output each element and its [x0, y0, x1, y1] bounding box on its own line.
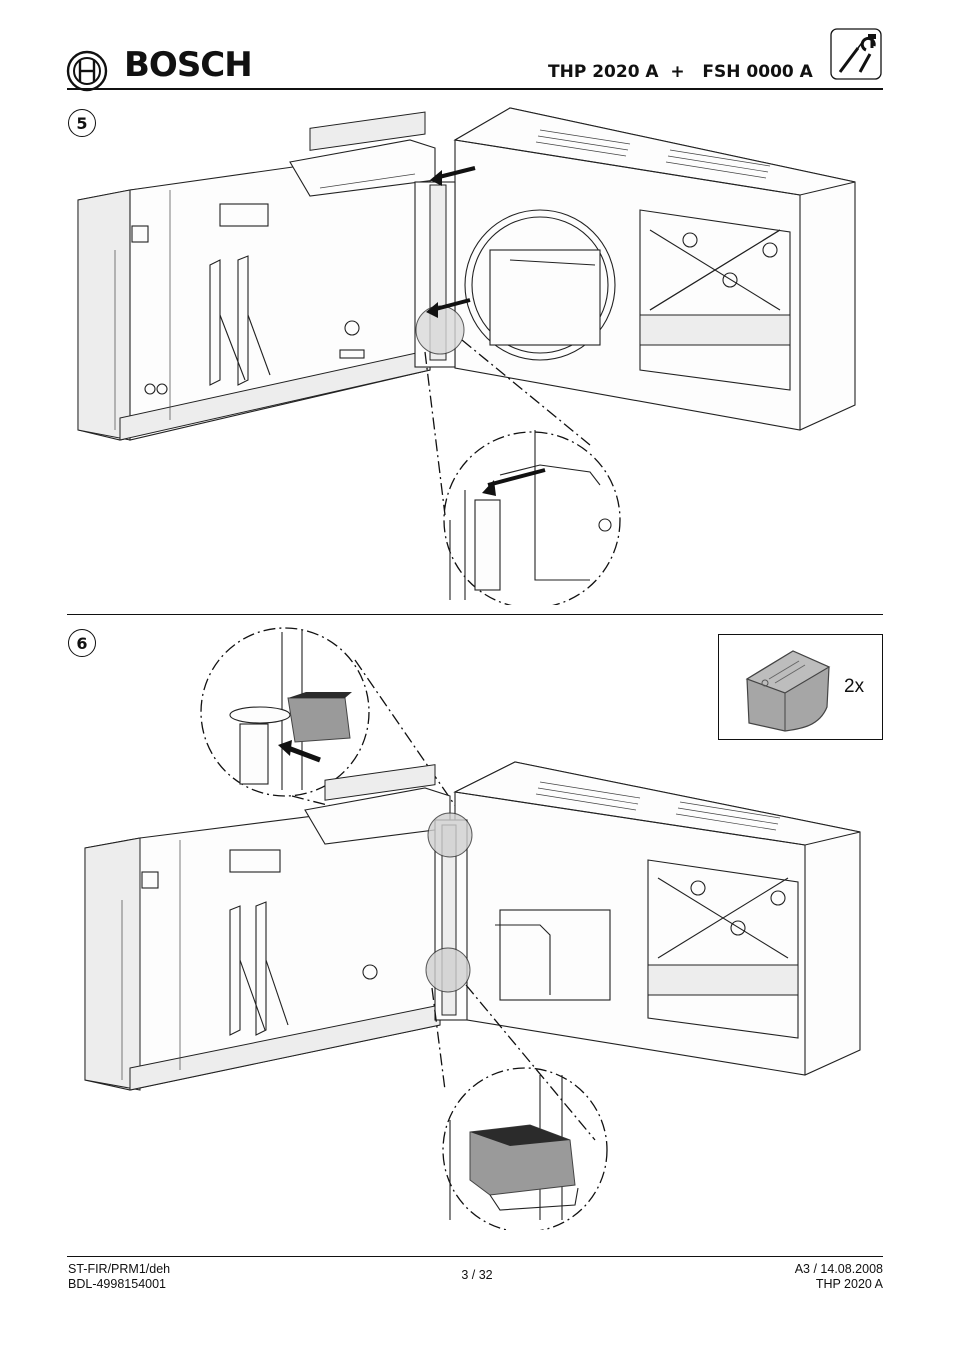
- footer-product: THP 2020 A: [815, 1277, 883, 1291]
- footer-document-number: BDL-4998154001: [68, 1277, 166, 1291]
- footer-rule: [67, 1256, 883, 1257]
- bosch-logo-icon: [66, 50, 108, 92]
- cap-bottom-detail-zoom: [442, 1067, 608, 1230]
- footer-page-number: 3 / 32: [461, 1268, 493, 1282]
- hinge-detail-zoom: [443, 430, 621, 605]
- hinge-cap-part-icon: [745, 650, 831, 732]
- brand-name: BOSCH: [124, 45, 253, 85]
- cap-top-detail-zoom: [200, 627, 370, 797]
- cap-lower-zoom-source: [425, 947, 471, 993]
- door-housing-drawing: [434, 761, 861, 1076]
- footer-left: ST-FIR/PRM1/deh BDL-4998154001: [68, 1262, 170, 1292]
- cap-upper-zoom-source: [427, 812, 473, 858]
- hinge-rail-drawing: [304, 764, 451, 845]
- step-5-illustration: [77, 107, 856, 605]
- hinge-zoom-source: [415, 305, 465, 355]
- parts-quantity: 2x: [844, 676, 865, 697]
- step-6-illustration: [84, 627, 861, 1230]
- parts-box: [718, 634, 883, 740]
- step-number-6: 6: [68, 629, 96, 657]
- footer-right: A3 / 14.08.2008 THP 2020 A: [700, 1262, 883, 1292]
- screwdriver-wrench-icon: [830, 28, 882, 80]
- back-box-drawing: [77, 151, 431, 441]
- door-housing-drawing: [414, 107, 856, 431]
- footer-department: ST-FIR/PRM1/deh: [68, 1262, 171, 1276]
- header-rule: [67, 88, 883, 90]
- back-box-drawing: [84, 799, 441, 1091]
- section-divider: [67, 614, 883, 615]
- hinge-rail-drawing: [289, 111, 436, 197]
- step-number-5: 5: [68, 109, 96, 137]
- document-title: THP 2020 A + FSH 0000 A: [548, 62, 813, 82]
- move-arrow-icon: [431, 298, 471, 312]
- footer-edition-date: A3 / 14.08.2008: [794, 1262, 883, 1276]
